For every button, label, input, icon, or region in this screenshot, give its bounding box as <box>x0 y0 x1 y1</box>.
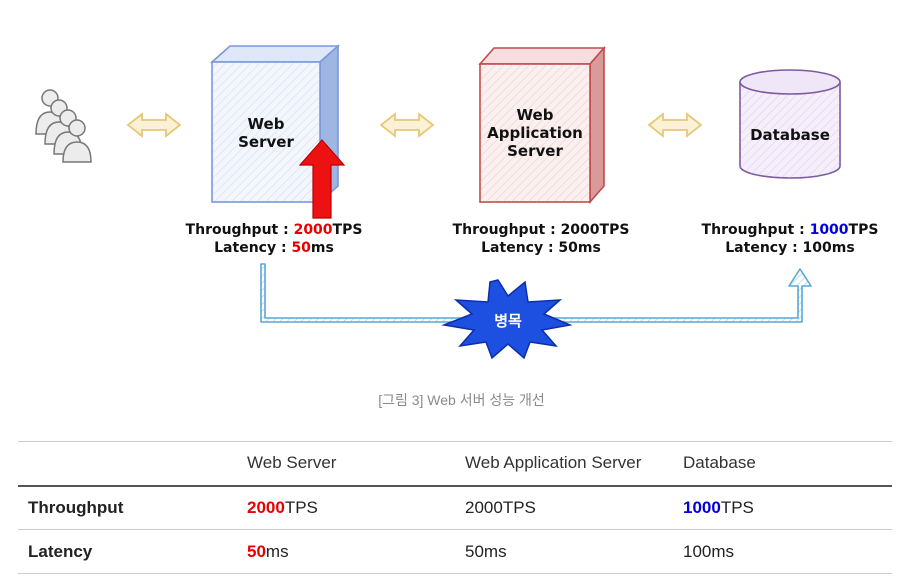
table-row: Throughput 2000TPS 2000TPS 1000TPS <box>18 485 892 530</box>
database-cylinder: Database <box>739 69 841 179</box>
table-cell: 2000TPS <box>465 497 536 517</box>
row-label-latency: Latency <box>28 541 93 561</box>
was-name-line3: Server <box>507 142 563 160</box>
table-cell: 100ms <box>683 541 735 561</box>
table-cell: 50ms <box>237 530 455 574</box>
bidirectional-arrow-icon <box>647 112 703 138</box>
was-box: Web Application Server <box>478 45 606 205</box>
was-latency: Latency : 50ms <box>481 240 601 256</box>
database-throughput-unit: TPS <box>849 222 879 238</box>
was-name-line1: Web <box>517 106 554 124</box>
table-header-cell: Web Application Server <box>465 453 642 473</box>
table-header-cell: Web Server <box>247 453 337 473</box>
figure-caption: [그림 3] Web 서버 성능 개선 <box>378 392 545 408</box>
database-throughput-value: 1000 <box>810 222 849 238</box>
row-label-throughput: Throughput <box>28 497 124 517</box>
web-server-latency-cell-value: 50 <box>247 541 266 561</box>
bidirectional-arrow-icon <box>126 112 182 138</box>
flow-arrow <box>260 263 812 323</box>
web-server-latency-cell-unit: ms <box>265 541 289 561</box>
web-server-latency-label: Latency : <box>214 240 291 256</box>
web-server-throughput-unit: TPS <box>333 222 363 238</box>
table-header-row: Web Server Web Application Server Databa… <box>18 441 892 486</box>
was-name-line2: Application <box>487 124 583 142</box>
was-throughput: Throughput : 2000TPS <box>453 222 630 238</box>
web-server-box: Web Server <box>209 44 341 204</box>
table-cell: 2000TPS <box>237 486 455 530</box>
bottleneck-burst-icon: 병목 <box>441 279 573 360</box>
comparison-table: Web Server Web Application Server Databa… <box>18 441 892 574</box>
table-cell: 1000TPS <box>673 486 892 530</box>
web-server-latency: Latency : 50ms <box>214 240 334 256</box>
web-server-throughput: Throughput : 2000TPS <box>186 222 363 238</box>
database-latency: Latency : 100ms <box>725 240 854 256</box>
database-name: Database <box>750 126 830 144</box>
table-header-cell <box>18 442 237 486</box>
table-cell: 50ms <box>465 541 507 561</box>
web-server-latency-unit: ms <box>311 240 334 256</box>
architecture-diagram: Web Server Web Application Server Databa… <box>35 44 879 360</box>
bidirectional-arrow-icon <box>379 112 435 138</box>
database-throughput-label: Throughput : <box>702 222 810 238</box>
table-row: Latency 50ms 50ms 100ms <box>18 529 892 574</box>
web-server-name-line1: Web <box>248 115 285 133</box>
users-icon <box>35 89 92 163</box>
table-header-cell: Database <box>683 453 756 473</box>
web-server-throughput-label: Throughput : <box>186 222 294 238</box>
performance-up-arrow-icon <box>298 139 346 219</box>
web-server-throughput-value: 2000 <box>294 222 333 238</box>
bottleneck-label: 병목 <box>494 312 522 330</box>
web-server-throughput-cell-unit: TPS <box>284 497 318 517</box>
database-throughput-cell-unit: TPS <box>720 497 754 517</box>
web-server-throughput-cell-value: 2000 <box>247 497 285 517</box>
database-throughput-cell-value: 1000 <box>683 497 721 517</box>
web-server-name-line2: Server <box>238 133 294 151</box>
database-throughput: Throughput : 1000TPS <box>702 222 879 238</box>
web-server-latency-value: 50 <box>291 240 311 256</box>
